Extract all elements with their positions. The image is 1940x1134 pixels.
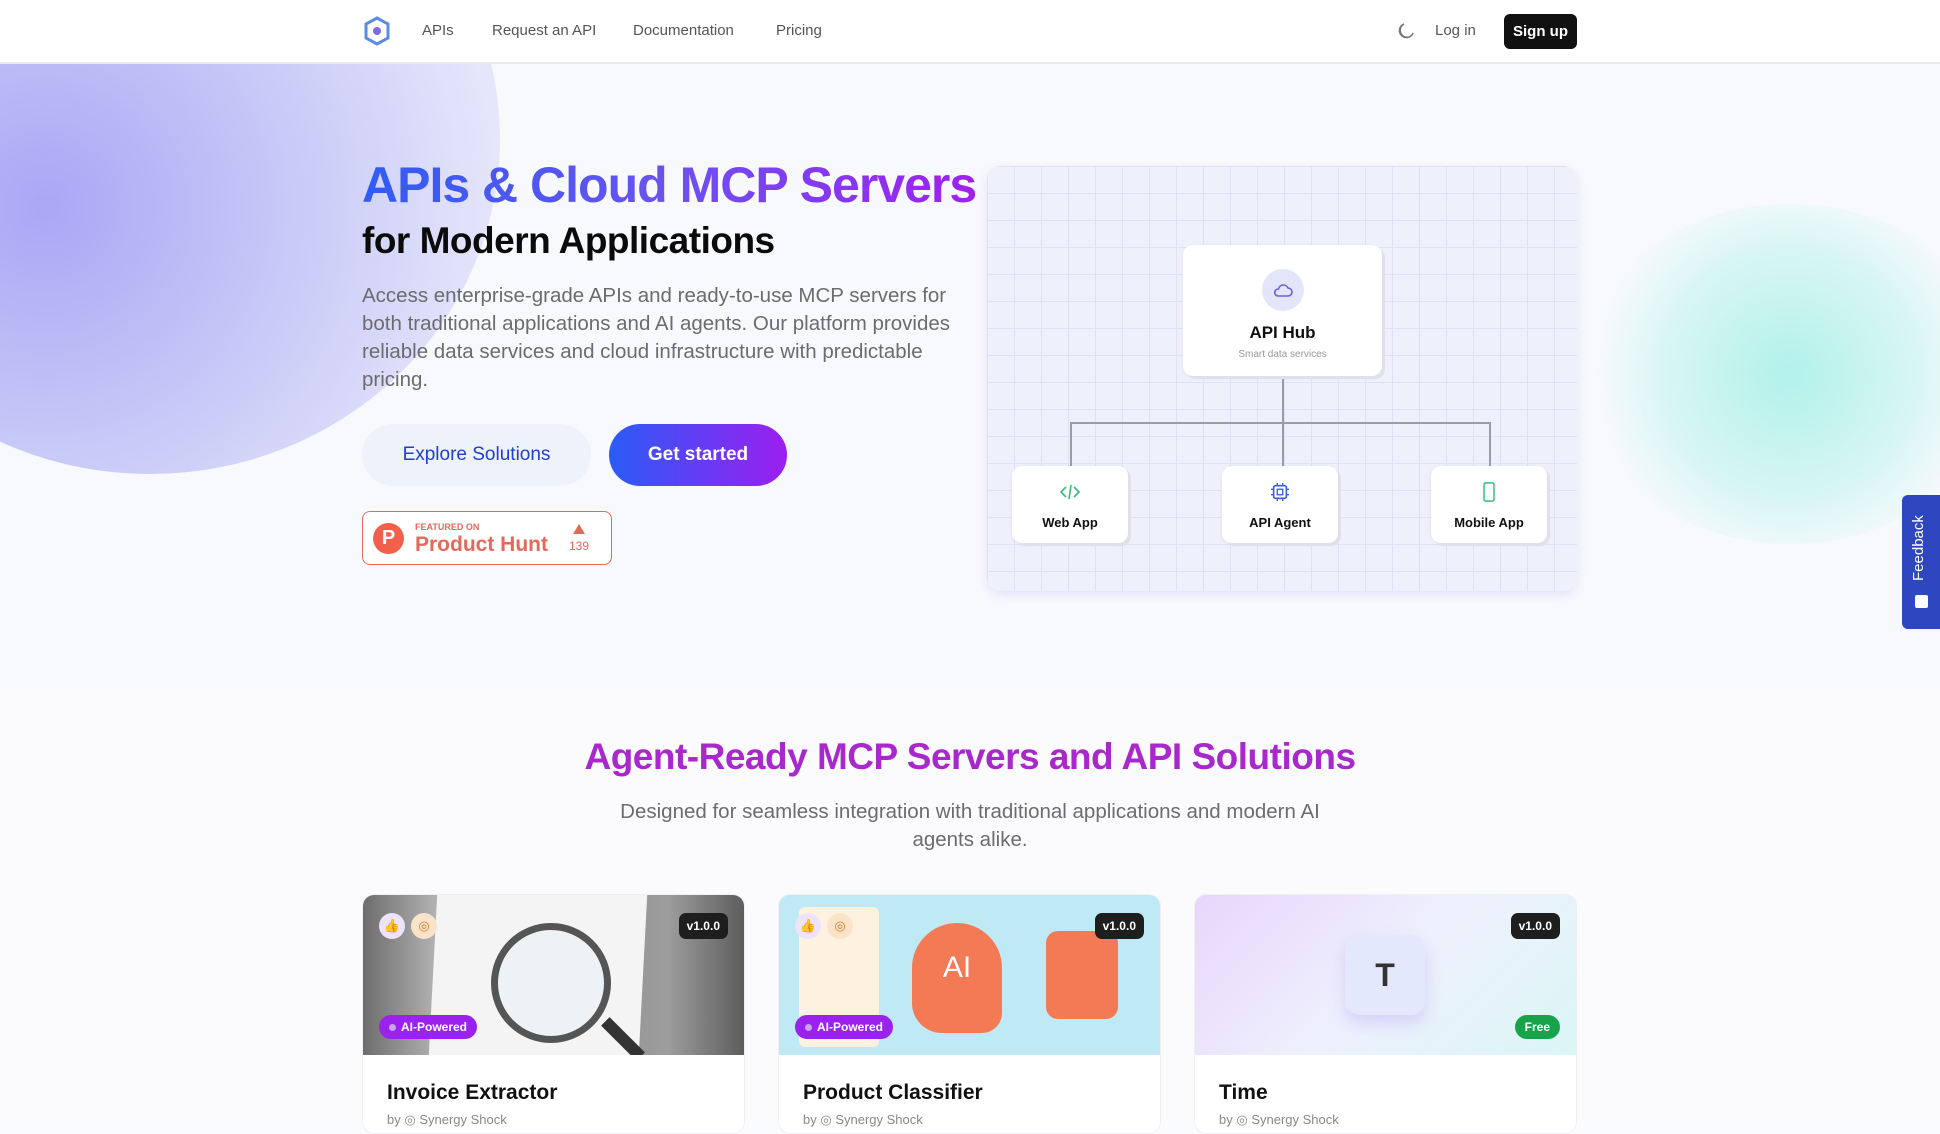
hero-subtitle: for Modern Applications bbox=[362, 220, 775, 261]
nav-request-api[interactable]: Request an API bbox=[492, 22, 597, 39]
code-icon bbox=[1059, 484, 1081, 500]
cpu-icon bbox=[1270, 482, 1290, 502]
section-title: Agent-Ready MCP Servers and API Solution… bbox=[584, 736, 1356, 777]
ph-featured-label: FEATURED ON bbox=[415, 522, 480, 532]
hero-description: Access enterprise-grade APIs and ready-t… bbox=[362, 284, 951, 391]
api-hub-node: API Hub Smart data services bbox=[1183, 245, 1382, 376]
feedback-label: Feedback bbox=[1910, 515, 1927, 581]
feedback-tab[interactable]: Feedback bbox=[1902, 495, 1940, 629]
hero-section bbox=[0, 64, 1940, 688]
node-label: Mobile App bbox=[1454, 515, 1524, 530]
decorative-blob bbox=[1580, 204, 1940, 544]
fire-icon[interactable]: ◎ bbox=[411, 913, 437, 939]
connector bbox=[1070, 422, 1072, 466]
ph-count: 139 bbox=[569, 539, 590, 553]
hub-title: API Hub bbox=[1249, 323, 1316, 342]
connector bbox=[1070, 422, 1489, 424]
card-title: Invoice Extractor bbox=[387, 1081, 558, 1104]
api-agent-node: API Agent bbox=[1222, 466, 1338, 543]
feedback-icon bbox=[1915, 595, 1928, 608]
thumbs-up-icon[interactable]: 👍 bbox=[379, 913, 405, 939]
ai-powered-badge: AI-Powered bbox=[795, 1015, 894, 1039]
fire-icon[interactable]: ◎ bbox=[827, 913, 853, 939]
card-image: AI 👍 ◎ v1.0.0 AI-Powered bbox=[779, 895, 1160, 1055]
get-started-button[interactable]: Get started bbox=[609, 424, 787, 486]
node-label: Web App bbox=[1042, 515, 1098, 530]
card-author: by ◎ Synergy Shock bbox=[387, 1112, 507, 1127]
nav-pricing[interactable]: Pricing bbox=[776, 22, 822, 39]
ai-powered-badge: AI-Powered bbox=[379, 1015, 478, 1039]
explore-solutions-button[interactable]: Explore Solutions bbox=[362, 424, 591, 486]
card-image: T v1.0.0 Free bbox=[1195, 895, 1576, 1055]
card-product-classifier[interactable]: AI 👍 ◎ v1.0.0 AI-Powered Product Classif… bbox=[778, 894, 1161, 1134]
section-subtitle: Designed for seamless integration with t… bbox=[620, 800, 1320, 851]
version-badge: v1.0.0 bbox=[678, 913, 728, 939]
card-title: Product Classifier bbox=[803, 1081, 983, 1104]
connector bbox=[1489, 422, 1491, 466]
login-link[interactable]: Log in bbox=[1435, 22, 1476, 39]
connector bbox=[1282, 376, 1284, 466]
logo-icon[interactable] bbox=[364, 16, 390, 46]
nav-documentation[interactable]: Documentation bbox=[633, 22, 734, 39]
hero-title: APIs & Cloud MCP Servers bbox=[362, 157, 977, 213]
decorative-blob bbox=[0, 64, 500, 474]
ai-head-graphic: AI bbox=[912, 923, 1002, 1033]
architecture-diagram: API Hub Smart data services Web App API … bbox=[987, 166, 1577, 591]
nav-apis[interactable]: APIs bbox=[422, 22, 454, 39]
thumbs-up-icon[interactable]: 👍 bbox=[795, 913, 821, 939]
free-badge: Free bbox=[1514, 1015, 1560, 1039]
card-author: by ◎ Synergy Shock bbox=[803, 1112, 923, 1127]
web-app-node: Web App bbox=[1012, 466, 1128, 543]
card-author: by ◎ Synergy Shock bbox=[1219, 1112, 1339, 1127]
version-badge: v1.0.0 bbox=[1094, 913, 1144, 939]
card-title: Time bbox=[1219, 1081, 1268, 1104]
signup-button[interactable]: Sign up bbox=[1504, 14, 1577, 49]
mobile-app-node: Mobile App bbox=[1431, 466, 1547, 543]
product-hunt-badge[interactable]: P FEATURED ON Product Hunt 139 bbox=[362, 511, 612, 565]
node-label: API Agent bbox=[1249, 515, 1311, 530]
cloud-icon bbox=[1261, 269, 1304, 311]
time-tile: T bbox=[1345, 935, 1425, 1015]
hub-subtitle: Smart data services bbox=[1238, 349, 1327, 360]
product-hunt-logo-icon: P bbox=[373, 523, 404, 554]
card-invoice-extractor[interactable]: 👍 ◎ v1.0.0 AI-Powered Invoice Extractor … bbox=[362, 894, 745, 1134]
card-image: 👍 ◎ v1.0.0 AI-Powered bbox=[363, 895, 744, 1055]
upvote-icon bbox=[573, 524, 585, 534]
top-nav: APIs Request an API Documentation Pricin… bbox=[0, 0, 1940, 64]
ph-name: Product Hunt bbox=[415, 533, 548, 556]
moon-icon[interactable] bbox=[1396, 21, 1416, 41]
smartphone-icon bbox=[1483, 482, 1495, 502]
card-time[interactable]: T v1.0.0 Free Time by ◎ Synergy Shock bbox=[1194, 894, 1577, 1134]
version-badge: v1.0.0 bbox=[1510, 913, 1560, 939]
